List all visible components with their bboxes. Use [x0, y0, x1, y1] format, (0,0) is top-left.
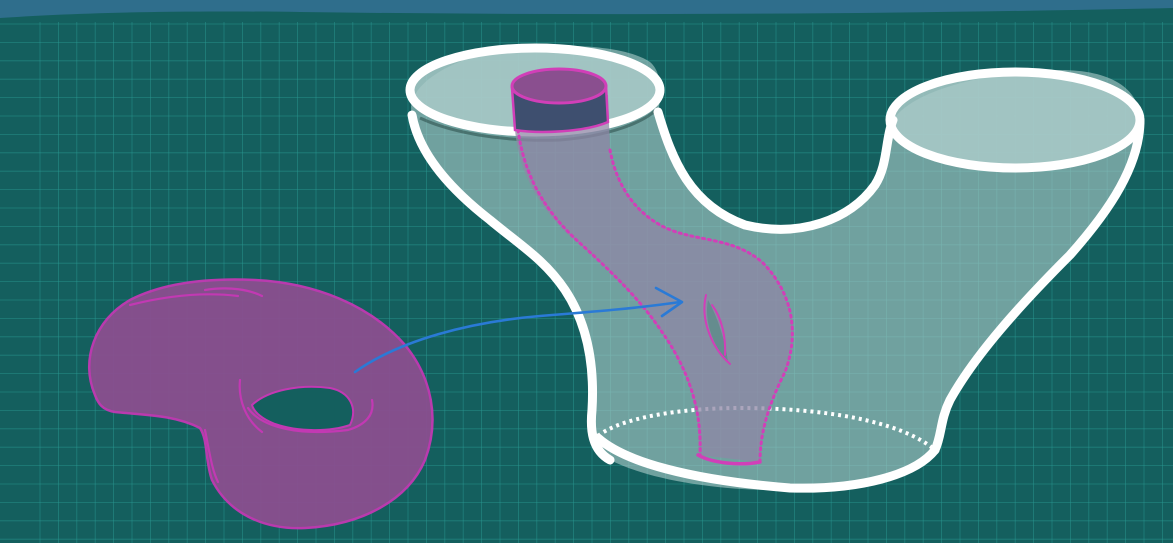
purple-torus	[89, 280, 432, 529]
pants-right-opening	[890, 72, 1140, 168]
tube-top-cap	[512, 69, 606, 103]
